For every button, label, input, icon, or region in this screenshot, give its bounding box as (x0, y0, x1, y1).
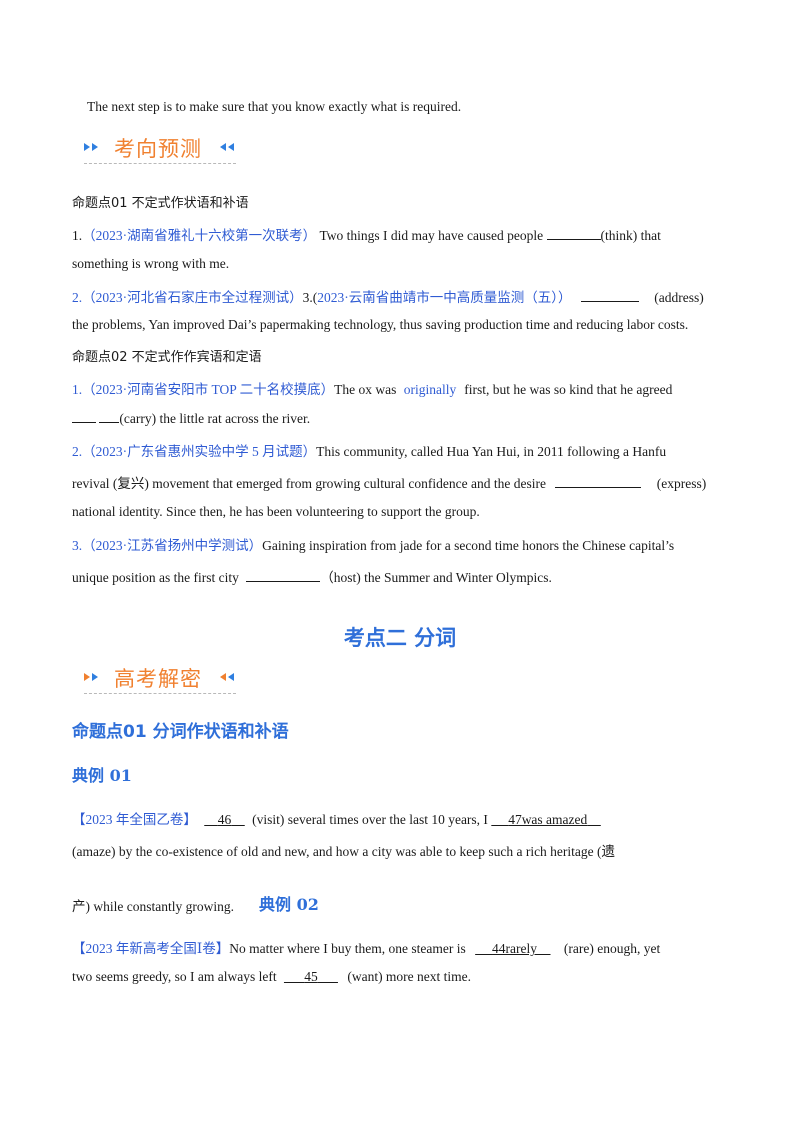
example-2-line-1: 【2023 年新高考全国Ⅰ卷】No matter where I buy the… (72, 937, 728, 957)
arrow-left-icon (220, 143, 226, 151)
topic-heading: 命题点02 不定式作作宾语和定语 (72, 350, 262, 365)
question-1-line-1: 1.（2023·湖南省雅礼十六校第一次联考） Two things I did … (72, 224, 728, 244)
question-2-line-2: the problems, Yan improved Dai’s paperma… (72, 317, 689, 332)
answer-blank[interactable] (246, 569, 321, 582)
question-source: 1.（2023·河南省安阳市 TOP 二十名校摸底） (72, 382, 335, 397)
question-number: 1. (72, 228, 83, 243)
example-label: 典例 02 (259, 895, 319, 914)
banner-exam-decode: 高考解密 (84, 663, 244, 697)
banner-title: 高考解密 (114, 667, 202, 691)
question-hint: (address) (654, 290, 704, 305)
question-source: （2023·河北省石家庄市全过程测试） (82, 290, 303, 305)
arrow-left-icon (228, 673, 234, 681)
question-5-line-2: unique position as the first city （host)… (72, 566, 552, 586)
arrow-right-icon (84, 673, 90, 681)
example-text: 产) while constantly growing. (72, 899, 234, 914)
section-title: 考点二 分词 (343, 626, 457, 650)
banner-exam-forecast: 考向预测 (84, 133, 244, 167)
example-1-line-2: (amaze) by the co-existence of old and n… (72, 844, 616, 859)
example-1-line-1: 【2023 年全国乙卷】 46 (visit) several times ov… (72, 808, 728, 828)
answer-blank[interactable] (72, 410, 96, 423)
banner-title: 考向预测 (114, 137, 202, 161)
example-label: 典例 01 (72, 766, 132, 785)
question-1-line-2: something is wrong with me. (72, 256, 230, 271)
example-text: two seems greedy, so I am always left (72, 969, 277, 984)
question-text: Two things I did may have caused people (319, 228, 544, 243)
answer-blank[interactable] (555, 475, 642, 488)
blank-answer: 44rarely (492, 941, 537, 956)
question-4-line-3: national identity. Since then, he has be… (72, 504, 480, 519)
arrow-right-icon (84, 143, 90, 151)
question-text: first, but he was so kind that he agreed (464, 382, 673, 397)
question-number: 2. (72, 290, 83, 305)
question-source: 2023·云南省曲靖市一中高质量监测（五）） (317, 290, 572, 305)
example-2-line-2: two seems greedy, so I am always left 45… (72, 969, 471, 985)
question-hint: (want) more next time. (347, 969, 472, 984)
question-text: unique position as the first city (72, 570, 239, 585)
question-3-line-1: 1.（2023·河南省安阳市 TOP 二十名校摸底）The ox was ori… (72, 378, 728, 398)
blank-number: 46 (217, 812, 232, 827)
question-source: 2.（2023·广东省惠州实验中学 5 月试题） (72, 444, 317, 459)
example-1-line-3: 产) while constantly growing. (72, 895, 234, 915)
intro-line: The next step is to make sure that you k… (87, 99, 462, 114)
question-text: (carry) the little rat across the river. (119, 411, 311, 426)
question-text: This community, called Hua Yan Hui, in 2… (316, 444, 667, 459)
arrow-right-icon (92, 673, 98, 681)
question-source: （2023·湖南省雅礼十六校第一次联考） (82, 228, 317, 243)
answer-blank[interactable]: 47was amazed (491, 812, 600, 827)
question-4-line-1: 2.（2023·广东省惠州实验中学 5 月试题）This community, … (72, 440, 666, 460)
arrow-left-icon (220, 673, 226, 681)
question-2-line-1: 2.（2023·河北省石家庄市全过程测试）3.(2023·云南省曲靖市一中高质量… (72, 286, 728, 306)
question-source: 3.（2023·江苏省扬州中学测试） (72, 538, 263, 553)
question-3-line-2: (carry) the little rat across the river. (72, 410, 310, 427)
answer-blank[interactable]: 44rarely (475, 941, 550, 956)
banner-underline (84, 693, 236, 694)
blank-answer: 47was amazed (508, 812, 588, 827)
question-4-line-2: revival (复兴) movement that emerged from … (72, 472, 728, 492)
topic-heading: 命题点01 不定式作状语和补语 (72, 196, 249, 211)
highlighted-word: originally (403, 382, 457, 397)
question-text: revival (复兴) movement that emerged from … (72, 476, 546, 491)
example-source: 【2023 年新高考全国Ⅰ卷】 (72, 941, 230, 956)
question-hint: (think) that (600, 228, 661, 243)
topic-heading: 命题点01 分词作状语和补语 (72, 722, 289, 742)
blank-number: 45 (304, 969, 318, 984)
example-text: No matter where I buy them, one steamer … (229, 941, 466, 956)
question-hint: (express) (656, 476, 707, 491)
question-hint: (rare) enough, yet (563, 941, 661, 956)
answer-blank[interactable]: 46 (200, 812, 249, 827)
answer-blank[interactable] (99, 410, 120, 423)
banner-underline (84, 163, 236, 164)
arrow-left-icon (228, 143, 234, 151)
example-text: (visit) several times over the last 10 y… (252, 812, 488, 827)
question-hint: （host) the Summer and Winter Olympics. (320, 570, 552, 585)
answer-blank[interactable]: 45 (284, 969, 338, 984)
answer-blank[interactable] (546, 227, 601, 240)
question-ref: 3.( (302, 290, 318, 305)
question-5-line-1: 3.（2023·江苏省扬州中学测试）Gaining inspiration fr… (72, 534, 674, 554)
question-text: Gaining inspiration from jade for a seco… (262, 538, 675, 553)
question-text: The ox was (334, 382, 397, 397)
answer-blank[interactable] (580, 289, 639, 302)
arrow-right-icon (92, 143, 98, 151)
example-source: 【2023 年全国乙卷】 (72, 812, 197, 827)
